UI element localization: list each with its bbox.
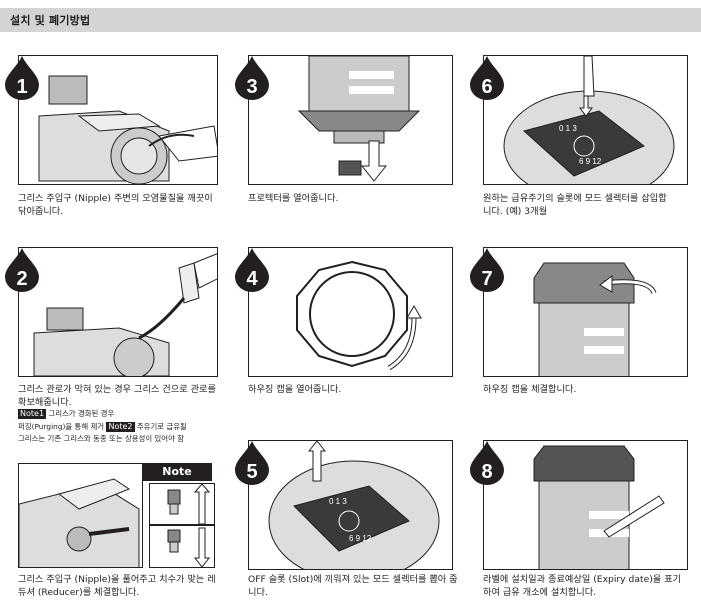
- step-3-badge: 3: [233, 55, 271, 101]
- step-2-notes: Note1 그리스가 경화된 경우 퍼징(Purging)을 통해 제거 Not…: [18, 408, 233, 446]
- step-1-caption: 그리스 주입구 (Nipple) 주변의 오염물질을 깨끗이 닦아줍니다.: [18, 193, 213, 217]
- note-caption: 그리스 주입구 (Nipple)을 풀어주고 치수가 맞는 레듀셔 (Reduc…: [18, 574, 216, 598]
- step-8-badge: 8: [468, 440, 506, 486]
- step-4-caption: 하우징 캡을 열어줍니다.: [248, 384, 342, 395]
- note-illustration: [18, 463, 143, 568]
- step-3-caption: 프로텍터를 열어줍니다.: [248, 193, 339, 204]
- note-label: Note: [142, 463, 212, 481]
- step-6-dial-bottom: 6 9 12: [579, 157, 602, 166]
- step-5-badge: 5: [233, 440, 271, 486]
- step-4-illustration: [248, 247, 453, 377]
- step-1-badge: 1: [3, 55, 41, 101]
- step-2-illustration: [18, 247, 218, 377]
- note1-text-cont: 퍼징(Purging)을 통해 제거: [18, 421, 105, 431]
- step-2-badge: 2: [3, 247, 41, 293]
- step-5-number: 5: [246, 461, 257, 483]
- note2-text: 주유기로 급유될: [136, 421, 187, 431]
- section-header: 설치 및 폐기방법: [0, 8, 701, 32]
- step-6-dial-top: 0 1 3: [559, 124, 577, 133]
- note2-tag: Note2: [106, 421, 135, 432]
- step-7-illustration: [483, 247, 688, 377]
- note-detail-bottom: [149, 525, 215, 568]
- note1-text: 그리스가 경화된 경우: [48, 409, 115, 418]
- step-7-badge: 7: [468, 247, 506, 293]
- note-detail-top: [149, 483, 215, 525]
- step-8-number: 8: [481, 461, 492, 483]
- step-6-caption: 원하는 급유주기의 슬롯에 모드 셀렉터를 삽입합니다. (예) 3개월: [483, 193, 667, 217]
- step-5-dial-bottom: 6 9 12: [349, 534, 372, 543]
- step-5-illustration: 0 1 3 6 9 12: [248, 440, 453, 570]
- note1-tag: Note1: [18, 409, 47, 419]
- step-1-number: 1: [16, 76, 27, 98]
- step-6-illustration: 0 1 3 6 9 12: [483, 55, 688, 185]
- step-5-caption: OFF 슬롯 (Slot)에 끼워져 있는 모드 셀렉터를 뽑아 줍니다.: [248, 574, 458, 598]
- step-3-illustration: [248, 55, 453, 185]
- step-3-number: 3: [246, 76, 257, 98]
- step-5-dial-top: 0 1 3: [329, 497, 347, 506]
- section-title: 설치 및 폐기방법: [10, 14, 91, 27]
- step-4-number: 4: [246, 268, 258, 290]
- note2-text-cont: 그리스는 기존 그리스와 동종 또는 상용성이 있어야 함: [18, 434, 185, 443]
- step-8-caption: 라벨에 설치일과 종료예상일 (Expiry date)을 표기하여 급유 개소…: [483, 574, 682, 598]
- step-2-caption: 그리스 관로가 막혀 있는 경우 그리스 건으로 관로를 확보해줍니다.: [18, 384, 216, 408]
- step-8-illustration: [483, 440, 688, 570]
- step-4-badge: 4: [233, 247, 271, 293]
- step-7-number: 7: [481, 268, 492, 290]
- step-6-number: 6: [481, 76, 492, 98]
- step-7-caption: 하우징 캡을 체결합니다.: [483, 384, 577, 395]
- step-1-illustration: [18, 55, 218, 185]
- step-2-number: 2: [16, 268, 27, 290]
- step-6-badge: 6: [468, 55, 506, 101]
